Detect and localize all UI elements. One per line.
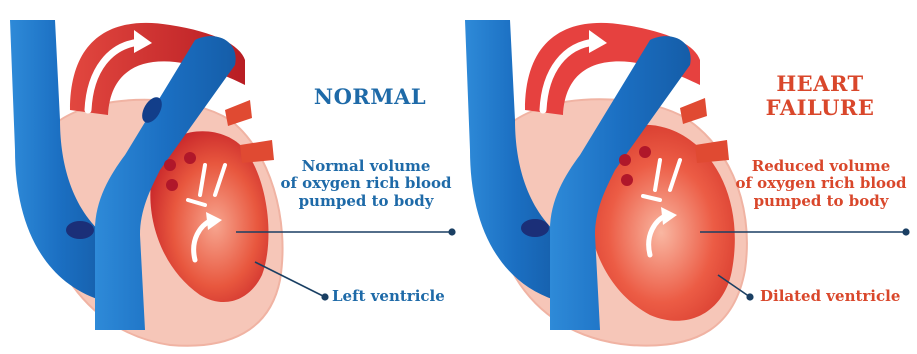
normal-description-line-1: Normal volume <box>278 158 454 175</box>
left-ventricle-label: Left ventricle <box>332 288 462 305</box>
failure-valve-dark-2 <box>521 219 549 237</box>
failure-heart-illustration <box>465 20 747 346</box>
normal-pulmonary-vein-1 <box>225 100 252 126</box>
normal-volume-leader-dot <box>448 228 455 235</box>
reduced-description-line-3: pumped to body <box>730 193 912 210</box>
heart-failure-title-line-2: FAILURE <box>760 96 880 120</box>
failure-vein-opening-3 <box>621 174 633 186</box>
normal-description-line-3: pumped to body <box>278 193 454 210</box>
normal-vein-opening-3 <box>166 179 178 191</box>
heart-failure-title: HEART FAILURE <box>760 72 880 120</box>
reduced-description-line-2: of oxygen rich blood <box>730 175 912 192</box>
normal-description-line-2: of oxygen rich blood <box>278 175 454 192</box>
dilated-ventricle-label: Dilated ventricle <box>760 288 910 305</box>
normal-title: NORMAL <box>300 85 440 109</box>
failure-vein-opening-2 <box>639 146 651 158</box>
normal-valve-dark-2 <box>66 221 94 239</box>
normal-description: Normal volume of oxygen rich blood pumpe… <box>278 158 454 210</box>
normal-vein-opening-1 <box>164 159 176 171</box>
failure-pulmonary-vein-1 <box>680 98 707 124</box>
normal-vein-opening-2 <box>184 152 196 164</box>
reduced-description-line-1: Reduced volume <box>730 158 912 175</box>
left-ventricle-leader-dot <box>321 293 328 300</box>
reduced-volume-leader-dot <box>902 228 909 235</box>
heart-failure-title-line-1: HEART <box>760 72 880 96</box>
normal-heart-illustration <box>10 20 283 346</box>
dilated-ventricle-leader-dot <box>746 293 753 300</box>
reduced-description: Reduced volume of oxygen rich blood pump… <box>730 158 912 210</box>
failure-vein-opening-1 <box>619 154 631 166</box>
